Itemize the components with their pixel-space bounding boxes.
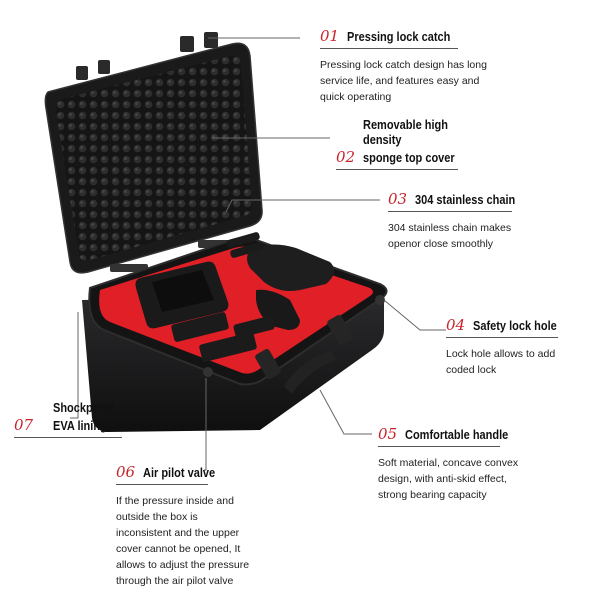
callout-title: Pressing lock catch bbox=[347, 30, 451, 44]
callout-number: 07 bbox=[14, 416, 34, 434]
callout-05: 05 Comfortable handle Soft material, con… bbox=[378, 425, 548, 503]
leader-lines bbox=[70, 37, 446, 471]
safety-lock-hole bbox=[375, 295, 385, 305]
callout-title: 304 stainless chain bbox=[415, 193, 516, 207]
callout-description: 304 stainless chain makes openor close s… bbox=[388, 222, 512, 250]
callout-title: Air pilot valve bbox=[143, 466, 216, 480]
air-pilot-valve bbox=[203, 367, 213, 377]
case-lid bbox=[44, 32, 263, 274]
callout-03: 03 304 stainless chain 304 stainless cha… bbox=[388, 190, 578, 252]
callout-number: 03 bbox=[388, 190, 408, 208]
drone-slot bbox=[247, 244, 335, 291]
callout-title-line1: Shockproof bbox=[52, 401, 114, 415]
callout-title-line1: Removable high density bbox=[363, 118, 449, 147]
lock-catch-3 bbox=[76, 66, 88, 80]
lock-catch-2 bbox=[204, 32, 218, 48]
sponge-top-cover bbox=[55, 55, 252, 261]
callout-number: 02 bbox=[336, 148, 356, 166]
callout-title-line2: EVA lining bbox=[52, 419, 107, 433]
handle bbox=[284, 350, 336, 394]
callout-description: Lock hole allows to add coded lock bbox=[446, 348, 556, 376]
battery-3 bbox=[233, 316, 275, 338]
callout-06: 06 Air pilot valve If the pressure insid… bbox=[116, 463, 276, 589]
case-base bbox=[82, 232, 388, 432]
callout-04: 04 Safety lock hole Lock hole allows to … bbox=[446, 316, 586, 378]
hinge-left bbox=[110, 264, 148, 272]
callout-description: Soft material, concave convex design, wi… bbox=[378, 457, 519, 501]
callout-number: 04 bbox=[446, 316, 466, 334]
latch-2 bbox=[327, 314, 353, 346]
callout-07: Shockproof 07 EVA lining bbox=[14, 401, 134, 438]
callout-01: 01 Pressing lock catch Pressing lock cat… bbox=[320, 27, 510, 105]
battery-2 bbox=[199, 332, 257, 362]
latch-1 bbox=[255, 348, 281, 380]
callout-number: 06 bbox=[116, 463, 136, 481]
callout-number: 01 bbox=[320, 27, 340, 45]
lock-catch-1 bbox=[180, 36, 194, 52]
callout-description: If the pressure inside and outside the b… bbox=[116, 495, 250, 587]
callout-number: 05 bbox=[378, 425, 398, 443]
callout-description: Pressing lock catch design has long serv… bbox=[320, 59, 487, 103]
callout-title: Comfortable handle bbox=[405, 428, 509, 442]
callout-title: Safety lock hole bbox=[473, 319, 557, 333]
callout-title-line2: sponge top cover bbox=[363, 151, 455, 165]
lock-catch-4 bbox=[98, 60, 110, 74]
battery-1 bbox=[171, 312, 229, 342]
callout-02: Removable high density 02 sponge top cov… bbox=[336, 118, 496, 170]
